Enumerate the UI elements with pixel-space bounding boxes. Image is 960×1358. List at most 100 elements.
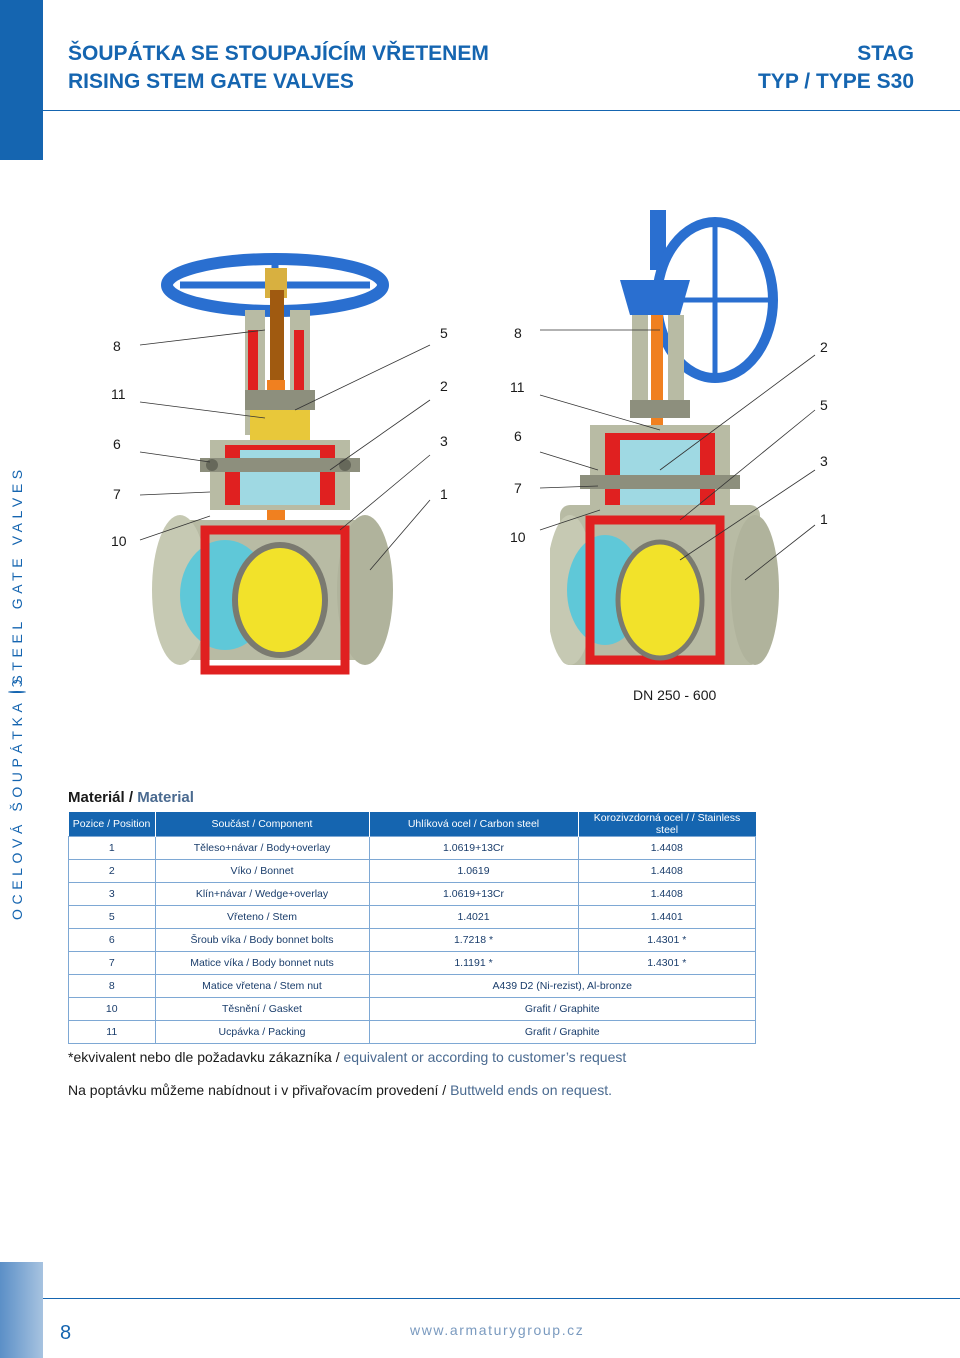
body-section <box>585 515 725 665</box>
callout-2: 2 <box>820 339 828 355</box>
gland-icon <box>630 400 690 418</box>
leader-lines <box>139 329 816 581</box>
cell-position: 1 <box>68 836 156 860</box>
cell-component: Matice vřetena / Stem nut <box>154 974 370 998</box>
callout-10: 10 <box>111 533 127 549</box>
material-table: Pozice / Position Součást / Component Uh… <box>68 812 756 1044</box>
footer-divider <box>43 1298 960 1299</box>
cell-component: Víko / Bonnet <box>154 859 370 883</box>
cell-position: 7 <box>68 951 156 975</box>
yoke-left <box>632 315 648 415</box>
buttweld-note-en: Buttweld ends on request. <box>450 1082 612 1098</box>
valve-illustration-handwheel <box>152 253 393 675</box>
packing-icon <box>250 410 310 440</box>
cell-position: 5 <box>68 905 156 929</box>
title-en: RISING STEM GATE VALVES <box>68 70 354 93</box>
flange-right-icon <box>337 515 393 665</box>
callout-5: 5 <box>820 397 828 413</box>
yoke-right <box>668 315 684 415</box>
callout-11: 11 <box>510 379 525 395</box>
gearbox-icon <box>620 280 690 315</box>
cell-position: 2 <box>68 859 156 883</box>
equivalent-note-cz: *ekvivalent nebo dle požadavku zákazníka… <box>68 1049 340 1065</box>
callout-5: 5 <box>440 325 448 341</box>
col-carbon-steel: Uhlíková ocel / Carbon steel <box>369 812 579 837</box>
table-row: 3 Klín+návar / Wedge+overlay 1.0619+13Cr… <box>68 882 756 906</box>
bonnet-flange <box>580 475 740 489</box>
bonnet-flange <box>200 458 360 472</box>
brand-bar-top <box>0 0 43 160</box>
callout-1: 1 <box>820 511 828 527</box>
table-row: 11 Ucpávka / Packing Grafit / Graphite <box>68 1020 756 1044</box>
cell-component: Vřeteno / Stem <box>154 905 370 929</box>
callout-3: 3 <box>440 433 448 449</box>
valve-illustration-gearbox <box>550 210 779 665</box>
cell-material-shared: A439 D2 (Ni-rezist), Al-bronze <box>368 974 756 998</box>
cell-stainless: 1.4301 * <box>577 928 756 952</box>
table-row: 7 Matice víka / Body bonnet nuts 1.1191 … <box>68 951 756 975</box>
header-divider <box>43 110 960 111</box>
table-row: 5 Vřeteno / Stem 1.4021 1.4401 <box>68 905 756 929</box>
brand-name: STAG <box>857 42 914 65</box>
table-row: 10 Těsnění / Gasket Grafit / Graphite <box>68 997 756 1021</box>
cell-component: Ucpávka / Packing <box>154 1020 370 1044</box>
yoke-section <box>294 330 304 410</box>
yoke-section <box>248 330 258 410</box>
brand-bar-bottom <box>0 1262 43 1358</box>
cell-carbon: 1.0619 <box>368 859 579 883</box>
cell-component: Šroub víka / Body bonnet bolts <box>154 928 370 952</box>
col-component: Součást / Component <box>155 812 370 837</box>
callout-6: 6 <box>514 428 522 444</box>
callout-10: 10 <box>510 529 526 545</box>
buttweld-note-cz: Na poptávku můžeme nabídnout i v přivařo… <box>68 1082 447 1098</box>
callout-1: 1 <box>440 486 448 502</box>
col-position: Pozice / Position <box>68 812 156 837</box>
gland-icon <box>245 390 315 410</box>
cell-position: 8 <box>68 974 156 998</box>
cell-position: 3 <box>68 882 156 906</box>
cell-material-shared: Grafit / Graphite <box>368 1020 756 1044</box>
material-heading-en: Material <box>137 789 194 806</box>
cell-component: Těleso+návar / Body+overlay <box>154 836 370 860</box>
cell-stainless: 1.4408 <box>577 882 756 906</box>
website-link[interactable]: www.armaturygroup.cz <box>410 1322 585 1338</box>
size-range: DN 250 - 600 <box>633 687 717 703</box>
callout-7: 7 <box>113 486 121 502</box>
material-heading-cz: Materiál / <box>68 789 134 806</box>
product-type: STAG TYP / TYPE S30 <box>758 40 914 96</box>
table-row: 2 Víko / Bonnet 1.0619 1.4408 <box>68 859 756 883</box>
wedge-icon <box>232 542 328 658</box>
table-header-row: Pozice / Position Součást / Component Uh… <box>68 812 756 837</box>
type-code: TYP / TYPE S30 <box>757 70 914 93</box>
table-row: 6 Šroub víka / Body bonnet bolts 1.7218 … <box>68 928 756 952</box>
callout-6: 6 <box>113 436 121 452</box>
table-row: 8 Matice vřetena / Stem nut A439 D2 (Ni-… <box>68 974 756 998</box>
wedge-icon <box>615 539 705 661</box>
cell-position: 11 <box>68 1020 156 1044</box>
cell-carbon: 1.0619+13Cr <box>368 882 579 906</box>
callout-8: 8 <box>113 338 121 354</box>
col-stainless-steel: Korozivzdorná ocel / / Stainless steel <box>578 812 756 837</box>
title-cz: ŠOUPÁTKA SE STOUPAJÍCÍM VŘETENEM <box>68 42 489 65</box>
cell-carbon: 1.7218 * <box>368 928 579 952</box>
stem-thread-icon <box>270 290 284 380</box>
callout-8: 8 <box>514 325 522 341</box>
material-heading: Materiál / Material <box>68 789 194 806</box>
table-row: 1 Těleso+návar / Body+overlay 1.0619+13C… <box>68 836 756 860</box>
callout-2: 2 <box>440 378 448 394</box>
cell-component: Klín+návar / Wedge+overlay <box>154 882 370 906</box>
callout-3: 3 <box>820 453 828 469</box>
cell-position: 10 <box>68 997 156 1021</box>
callout-11: 11 <box>111 386 126 402</box>
cell-carbon: 1.1191 * <box>368 951 579 975</box>
cell-carbon: 1.0619+13Cr <box>368 836 579 860</box>
cell-component: Těsnění / Gasket <box>154 997 370 1021</box>
cell-material-shared: Grafit / Graphite <box>368 997 756 1021</box>
cell-component: Matice víka / Body bonnet nuts <box>154 951 370 975</box>
buttweld-note: Na poptávku můžeme nabídnout i v přivařo… <box>68 1082 612 1098</box>
page-number: 8 <box>60 1322 72 1344</box>
flange-right-icon <box>731 515 779 665</box>
cell-stainless: 1.4408 <box>577 836 756 860</box>
cell-carbon: 1.4021 <box>368 905 579 929</box>
cell-stainless: 1.4301 * <box>577 951 756 975</box>
